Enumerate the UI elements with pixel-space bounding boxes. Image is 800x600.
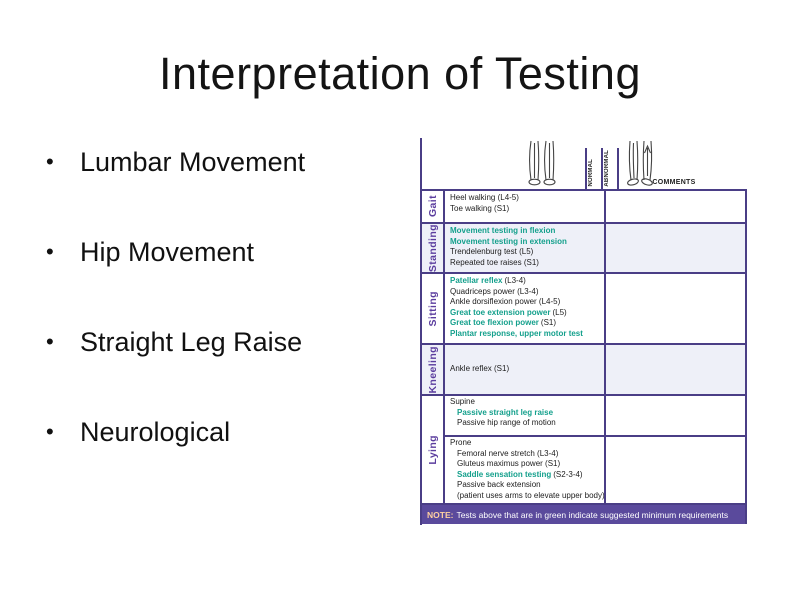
table-row-sitting: Sitting Patellar reflex(L3-4) Quadriceps… (422, 274, 747, 345)
test-item: (patient uses arms to elevate upper body… (457, 490, 604, 500)
list-item: • Hip Movement (46, 236, 305, 268)
bullet-text: Lumbar Movement (80, 146, 306, 177)
lying-subrows: Supine Passive straight leg raise Passiv… (445, 396, 745, 503)
test-item: Repeated toe raises (S1) (450, 257, 539, 267)
test-item: Ankle reflex (S1) (450, 364, 510, 374)
bullet-text: Straight Leg Raise (80, 326, 303, 357)
exam-checklist-table: NORMAL ABNORMAL COMMENTS Gait Heel walki… (420, 138, 747, 525)
bullet-text: Hip Movement (80, 236, 255, 267)
test-item: Trendelenburg test (L5) (450, 247, 534, 256)
tests-cell: Supine Passive straight leg raise Passiv… (445, 396, 604, 435)
tests-cell: Prone Femoral nerve stretch (L3-4) Glute… (445, 437, 604, 503)
position-cell: Standing (422, 224, 445, 272)
position-cell: Gait (422, 191, 445, 222)
column-divider (617, 148, 619, 189)
note-label: NOTE: (427, 509, 454, 520)
test-item: Movement testing in flexion (450, 226, 556, 235)
column-divider (601, 148, 603, 189)
test-item: Gluteus maximus power (S1) (457, 459, 561, 468)
list-item: • Neurological (46, 416, 305, 448)
tests-cell: Patellar reflex(L3-4) Quadriceps power (… (445, 274, 604, 343)
test-item: Quadriceps power (L3-4) (450, 286, 539, 296)
comments-cell (604, 437, 745, 503)
table-row-kneeling: Kneeling Ankle reflex (S1) (422, 345, 747, 396)
bullet-list: • Lumbar Movement • Hip Movement • Strai… (46, 146, 305, 506)
list-item: • Straight Leg Raise (46, 326, 305, 358)
test-item: Passive hip range of motion (457, 418, 556, 427)
test-item: Patellar reflex (450, 276, 503, 285)
position-label: Lying (426, 434, 439, 465)
table-row-standing: Standing Movement testing in flexion Mov… (422, 224, 747, 274)
column-divider (585, 148, 587, 189)
test-item: Heel walking (L4-5) (450, 193, 519, 202)
page-title: Interpretation of Testing (159, 48, 641, 99)
test-item: Movement testing in extension (450, 236, 567, 246)
note-bar: NOTE: Tests above that are in green indi… (422, 505, 747, 524)
comments-cell (604, 191, 745, 222)
subrow-prone: Prone Femoral nerve stretch (L3-4) Glute… (445, 437, 745, 503)
position-cell: Lying (422, 396, 445, 503)
bullet-icon: • (46, 149, 54, 174)
comments-cell (604, 345, 745, 394)
test-item-suffix: (S1) (540, 318, 557, 327)
position-label: Sitting (426, 290, 439, 327)
normal-legs-figure (522, 140, 562, 193)
test-item: Ankle dorsiflexion power (L4-5) (450, 297, 561, 306)
test-item: Passive back extension (457, 480, 541, 489)
subsection-header: Supine (450, 397, 475, 406)
bullet-icon: • (46, 239, 54, 264)
abnormal-legs-figure (620, 140, 660, 193)
comments-cell (604, 224, 745, 272)
subrow-supine: Supine Passive straight leg raise Passiv… (445, 396, 745, 437)
position-label: Standing (426, 223, 439, 273)
test-item: Passive straight leg raise (457, 407, 554, 417)
position-cell: Kneeling (422, 345, 445, 394)
subsection-header: Prone (450, 438, 472, 447)
list-item: • Lumbar Movement (46, 146, 305, 178)
tests-cell: Heel walking (L4-5) Toe walking (S1) (445, 191, 604, 222)
bullet-text: Neurological (80, 416, 231, 447)
test-item: Femoral nerve stretch (L3-4) (457, 448, 559, 458)
test-item: Great toe flexion power (450, 318, 539, 327)
test-item-suffix: (S2-3-4) (553, 469, 583, 479)
test-item: Plantar response, upper motor test (450, 328, 583, 338)
note-text: Tests above that are in green indicate s… (456, 509, 729, 520)
bullet-icon: • (46, 419, 54, 444)
test-item-suffix: (L3-4) (504, 276, 526, 285)
test-item: Toe walking (S1) (450, 203, 510, 213)
tests-cell: Movement testing in flexion Movement tes… (445, 224, 604, 272)
bullet-icon: • (46, 329, 54, 354)
position-cell: Sitting (422, 274, 445, 343)
comments-cell (604, 396, 745, 435)
test-item: Saddle sensation testing (457, 469, 552, 479)
test-item: Great toe extension power (450, 307, 551, 317)
table-header: NORMAL ABNORMAL COMMENTS (422, 138, 747, 191)
table-row-lying: Lying Supine Passive straight leg raise … (422, 396, 747, 505)
table-row-gait: Gait Heel walking (L4-5) Toe walking (S1… (422, 191, 747, 224)
comments-column-header: COMMENTS (652, 179, 696, 186)
test-item-suffix: (L5) (552, 307, 567, 317)
position-label: Gait (426, 195, 439, 218)
normal-column-header: NORMAL (588, 159, 594, 187)
comments-cell (604, 274, 745, 343)
tests-cell: Ankle reflex (S1) (445, 345, 604, 394)
position-label: Kneeling (426, 345, 439, 394)
